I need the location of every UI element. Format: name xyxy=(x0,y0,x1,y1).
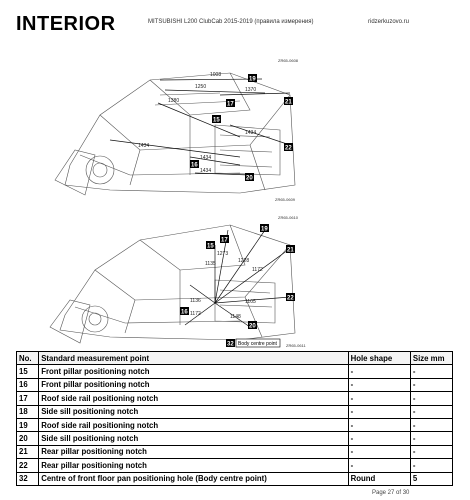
cell-hole-shape: - xyxy=(347,391,411,406)
cell-point: Front pillar positioning notch xyxy=(38,364,349,379)
col-header-size: Size mm xyxy=(409,350,454,366)
col-header-point: Standard measurement point xyxy=(38,350,349,366)
point-tag: 21 xyxy=(287,248,294,254)
section-title: INTERIOR xyxy=(16,13,116,35)
body-centre-label: Body centre point xyxy=(238,341,278,347)
cell-no: 19 xyxy=(15,417,40,433)
point-tag: 19 xyxy=(261,227,268,233)
point-tag: 17 xyxy=(227,102,234,108)
point-tags: 17 19 15 21 22 16 20 xyxy=(180,224,295,330)
table-row: 17 Roof side rail positioning notch - - xyxy=(15,391,454,406)
cell-size: - xyxy=(409,417,454,433)
cell-point: Rear pillar positioning notch xyxy=(38,458,349,473)
cell-size: - xyxy=(409,404,454,419)
table-row: 19 Roof side rail positioning notch - - xyxy=(15,417,454,433)
cell-point: Front pillar positioning notch xyxy=(38,377,349,393)
dim-label: 1136 xyxy=(190,298,201,304)
cell-no: 15 xyxy=(15,364,40,379)
cell-size: - xyxy=(409,458,454,473)
col-header-no: No. xyxy=(15,350,40,366)
point-tag: 15 xyxy=(213,118,220,124)
cab-wireframe-svg: 1008 1250 1380 1370 1434 1434 1434 1434 … xyxy=(54,72,296,196)
cell-size: 5 xyxy=(409,471,454,486)
dim-label: 1008 xyxy=(210,72,221,78)
dim-label: 1135 xyxy=(205,261,216,267)
cell-point: Side sill positioning notch xyxy=(38,431,349,446)
body-centre-marker: 32 Body centre point xyxy=(226,338,281,348)
point-tag: 15 xyxy=(207,244,214,250)
point-tag: 22 xyxy=(285,146,292,152)
point-tags: 15 16 17 19 21 22 20 xyxy=(190,74,293,182)
point-tag: 20 xyxy=(246,176,253,182)
cell-hole-shape: - xyxy=(347,417,411,433)
cell-no: 18 xyxy=(15,404,40,419)
cab-wireframe-svg: 1135 1273 1228 1172 1136 1105 1172 1148 … xyxy=(49,224,296,348)
cab-diagram-lower: 1135 1273 1228 1172 1136 1105 1172 1148 … xyxy=(40,215,310,350)
table-row: 22 Rear pillar positioning notch - - xyxy=(15,458,454,473)
table-row: 15 Front pillar positioning notch - - xyxy=(15,364,454,379)
col-header-hole-shape: Hole shape xyxy=(347,350,411,366)
cell-size: - xyxy=(409,377,454,393)
dim-label: 1380 xyxy=(168,98,179,104)
cell-point: Side sill positioning notch xyxy=(38,404,349,419)
cell-no: 22 xyxy=(15,458,40,473)
dim-label: 1370 xyxy=(245,87,256,93)
point-tag: 19 xyxy=(249,77,256,83)
table-row: 32 Centre of front floor pan positioning… xyxy=(15,471,454,486)
cab-diagram-upper: 1008 1250 1380 1370 1434 1434 1434 1434 … xyxy=(40,55,310,203)
point-tag: 16 xyxy=(191,163,198,169)
cell-size: - xyxy=(409,364,454,379)
figure-code: ZR65-0610 xyxy=(278,215,299,220)
cell-hole-shape: - xyxy=(347,431,411,446)
cell-hole-shape: - xyxy=(347,458,411,473)
measurement-table: No. Standard measurement point Hole shap… xyxy=(15,350,454,486)
cell-no: 32 xyxy=(15,471,40,486)
dim-label: 1148 xyxy=(230,314,241,320)
point-tag: 16 xyxy=(181,310,188,316)
cell-hole-shape: - xyxy=(347,364,411,379)
dim-label: 1228 xyxy=(238,258,249,264)
table-row: 20 Side sill positioning notch - - xyxy=(15,431,454,446)
table-row: 21 Rear pillar positioning notch - - xyxy=(15,444,454,460)
point-tag: 32 xyxy=(227,342,234,348)
cell-size: - xyxy=(409,444,454,460)
cell-point: Roof side rail positioning notch xyxy=(38,417,349,433)
cell-point: Roof side rail positioning notch xyxy=(38,391,349,406)
cell-size: - xyxy=(409,391,454,406)
cell-hole-shape: Round xyxy=(347,471,411,486)
cell-point: Centre of front floor pan positioning ho… xyxy=(38,471,349,486)
figure-code: ZR65-0611 xyxy=(286,343,306,348)
page-number: Page 27 of 30 xyxy=(372,490,410,496)
dim-label: 1434 xyxy=(200,168,211,174)
figure-code: ZR65-0609 xyxy=(275,197,296,202)
dim-label: 1273 xyxy=(217,251,228,257)
point-tag: 17 xyxy=(221,238,228,244)
point-tag: 22 xyxy=(287,296,294,302)
table-row: 18 Side sill positioning notch - - xyxy=(15,404,454,419)
site-name: ridzerkuzovo.ru xyxy=(368,19,410,25)
table-row: 16 Front pillar positioning notch - - xyxy=(15,377,454,393)
cell-no: 21 xyxy=(15,444,40,460)
dim-label: 1434 xyxy=(200,155,211,161)
point-tag: 20 xyxy=(249,324,256,330)
cell-no: 16 xyxy=(15,377,40,393)
dim-label: 1172 xyxy=(252,267,263,273)
cell-hole-shape: - xyxy=(347,404,411,419)
dim-label: 1172 xyxy=(190,311,201,317)
dim-label: 1250 xyxy=(195,84,206,90)
dim-label: 1434 xyxy=(245,130,256,136)
cell-hole-shape: - xyxy=(347,444,411,460)
figure-code: ZR65-0608 xyxy=(278,58,299,63)
cell-no: 20 xyxy=(15,431,40,446)
cell-no: 17 xyxy=(15,391,40,406)
cell-hole-shape: - xyxy=(347,377,411,393)
dim-label: 1105 xyxy=(245,299,256,305)
dim-label: 1434 xyxy=(138,143,149,149)
cell-size: - xyxy=(409,431,454,446)
table-header-row: No. Standard measurement point Hole shap… xyxy=(15,350,454,366)
page-header: INTERIOR MITSUBISHI L200 ClubCab 2015-20… xyxy=(0,0,470,40)
point-tag: 21 xyxy=(285,100,292,106)
cell-point: Rear pillar positioning notch xyxy=(38,444,349,460)
document-title: MITSUBISHI L200 ClubCab 2015-2019 (прави… xyxy=(148,19,314,25)
